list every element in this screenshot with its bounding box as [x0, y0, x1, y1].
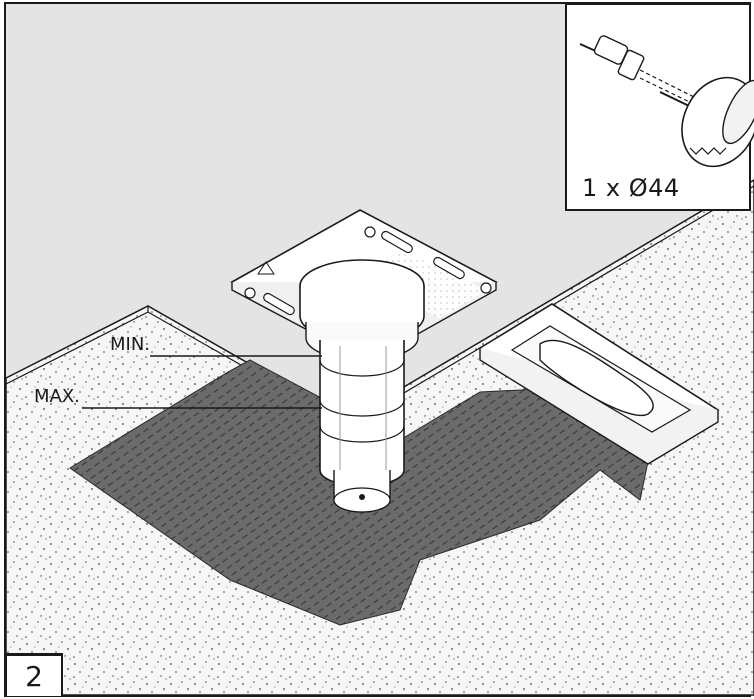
hole-saw-icon [579, 35, 754, 168]
max-label: MAX. [34, 386, 80, 407]
drain-body [299, 259, 425, 513]
min-label: MIN. [110, 334, 150, 355]
sealant-tray [478, 303, 720, 465]
hole-size-label: 1 x Ø44 [582, 174, 680, 202]
step-number: 2 [5, 654, 63, 696]
